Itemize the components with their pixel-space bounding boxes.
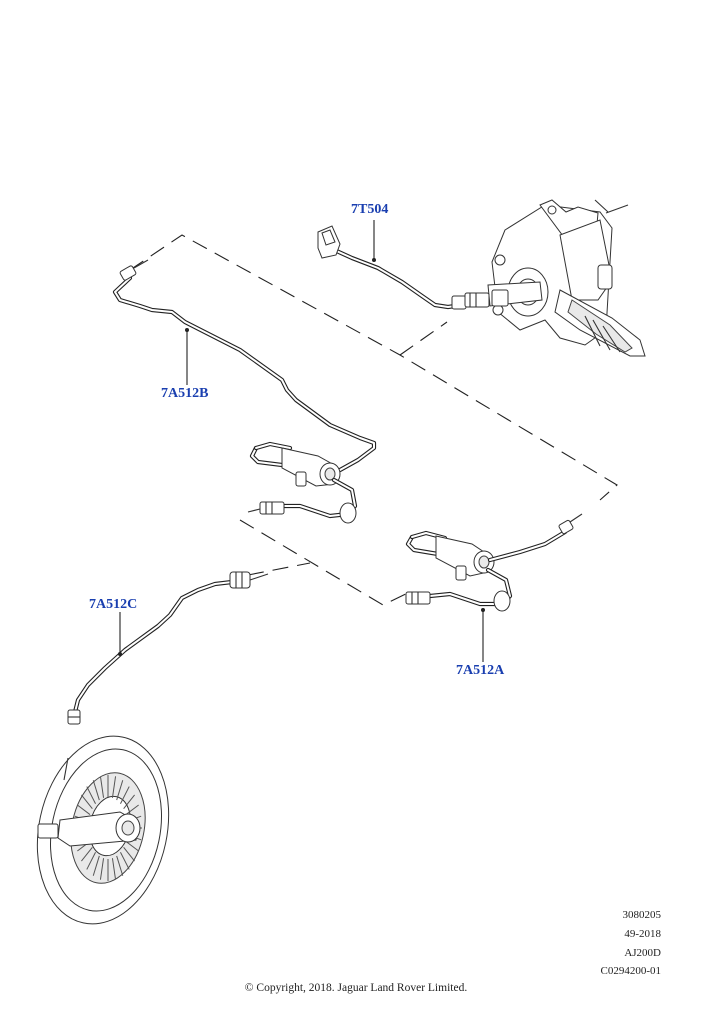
spring-finger — [86, 852, 96, 870]
spring-finger — [77, 804, 91, 815]
damper-module-right — [405, 513, 583, 612]
spring-finger — [92, 780, 100, 801]
spring-finger — [86, 786, 96, 804]
callout-7a512c: 7A512C — [89, 597, 138, 612]
callout-leaders — [118, 220, 485, 662]
spring-finger — [99, 858, 105, 880]
date-code: 49-2018 — [624, 928, 661, 940]
spring-finger — [116, 855, 124, 876]
clutch-assembly — [36, 735, 170, 925]
model-code: AJ200D — [624, 947, 661, 959]
clutch-hose-c — [67, 571, 269, 725]
spring-finger — [125, 841, 139, 852]
spring-finger — [125, 804, 139, 815]
spring-finger — [123, 794, 135, 809]
callout-7t504: 7T504 — [351, 202, 389, 217]
bleed-hose — [317, 225, 490, 310]
spring-finger — [81, 794, 93, 809]
damper-module-middle — [247, 441, 358, 524]
callout-7a512a: 7A512A — [456, 663, 505, 678]
clutch-pedal-assembly — [487, 199, 646, 357]
spring-finger — [92, 855, 100, 876]
catalogue-code: C0294200-01 — [600, 965, 662, 977]
copyright-notice: © Copyright, 2018. Jaguar Land Rover Lim… — [244, 982, 468, 994]
spring-finger — [123, 847, 135, 862]
spring-finger — [99, 776, 105, 798]
clutch-tube-b — [112, 259, 377, 477]
spring-finger — [111, 776, 117, 798]
spring-finger — [116, 780, 124, 801]
spring-finger — [120, 786, 130, 804]
spring-finger — [111, 858, 117, 880]
illustration-number: 3080205 — [622, 909, 662, 921]
callout-7a512b: 7A512B — [161, 386, 209, 401]
assembly-outline — [129, 234, 618, 606]
spring-finger — [120, 852, 130, 870]
spring-finger — [81, 847, 93, 862]
